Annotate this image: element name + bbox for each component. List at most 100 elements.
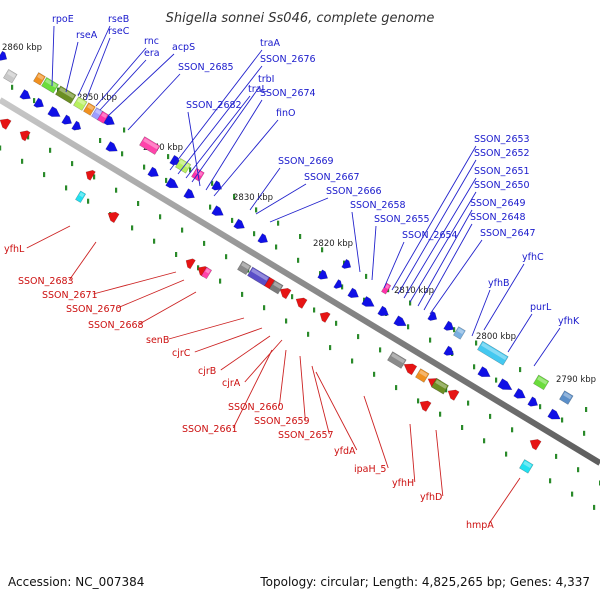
label-leader	[177, 65, 263, 175]
label-leader	[315, 371, 358, 451]
gene-label-hmpa: hmpA	[466, 520, 494, 531]
label-leader	[117, 279, 185, 309]
tick-mark	[0, 145, 2, 151]
forward-gene-arrow	[233, 218, 245, 229]
tick-mark	[275, 244, 278, 250]
gene-label-cjra: cjrA	[222, 378, 241, 389]
gene-label-cjrc: cjrC	[172, 348, 191, 359]
forward-gene-arrow	[393, 315, 407, 327]
tick-mark	[341, 284, 344, 290]
scale-label-2850: 2850 kbp	[77, 93, 117, 103]
tick-mark	[115, 187, 118, 193]
tick-mark	[453, 327, 456, 333]
tick-mark	[123, 127, 126, 133]
forward-gene-arrow	[47, 106, 61, 117]
forward-gene-block	[381, 282, 392, 295]
gene-label-yfda: yfdA	[334, 446, 356, 457]
tick-mark	[445, 387, 448, 393]
forward-gene-arrow	[317, 269, 329, 280]
gene-label-sson_2653: SSON_2653	[474, 134, 530, 145]
tick-mark	[121, 151, 124, 157]
gene-label-era: era	[144, 48, 160, 59]
label-leader	[351, 211, 361, 273]
gene-label-sson_2658: SSON_2658	[350, 200, 406, 211]
tick-mark	[255, 207, 258, 213]
scale-label-2840: 2840 kbp	[143, 143, 183, 153]
reverse-gene-arrow	[19, 130, 31, 142]
gene-label-sson_2670: SSON_2670	[66, 304, 122, 315]
tick-mark	[43, 172, 46, 178]
label-leader	[311, 365, 330, 435]
gene-label-sson_2671: SSON_2671	[42, 290, 98, 301]
label-leader	[471, 289, 491, 337]
tick-mark	[549, 478, 552, 484]
label-leader	[213, 119, 279, 197]
label-leader	[26, 225, 71, 249]
tick-mark	[505, 451, 508, 457]
tick-mark	[189, 167, 192, 173]
forward-gene-block	[55, 85, 77, 105]
label-leader	[409, 423, 416, 483]
reverse-gene-block	[75, 190, 87, 203]
gene-label-ipah_5: ipaH_5	[354, 464, 386, 475]
label-leader	[255, 183, 307, 215]
forward-gene-arrow	[427, 310, 438, 321]
gene-label-rnc: rnc	[144, 36, 159, 47]
gene-label-rseb: rseB	[108, 14, 129, 25]
tick-mark	[131, 225, 134, 231]
forward-gene-arrow	[497, 378, 513, 391]
tick-mark	[467, 400, 470, 406]
tick-mark	[583, 430, 586, 436]
tick-mark	[495, 377, 498, 383]
tick-mark	[429, 337, 432, 343]
gene-label-traa: traA	[260, 38, 280, 49]
reverse-gene-block	[201, 266, 213, 280]
label-leader	[220, 335, 271, 371]
accession-text: Accession: NC_007384	[8, 575, 144, 589]
reverse-gene-arrow	[0, 118, 12, 130]
label-leader	[363, 395, 389, 469]
tick-mark	[65, 185, 68, 191]
forward-gene-arrow	[61, 114, 73, 125]
tick-mark	[379, 347, 382, 353]
gene-label-acps: acpS	[172, 42, 195, 53]
label-leader	[168, 317, 245, 340]
reverse-gene-arrow	[419, 400, 432, 412]
gene-label-sson_2668: SSON_2668	[88, 320, 144, 331]
reverse-gene-arrow	[279, 287, 292, 300]
label-leader	[403, 177, 477, 299]
label-leader-lines	[26, 25, 561, 525]
tick-mark	[417, 398, 420, 404]
tick-mark	[137, 201, 140, 206]
forward-gene-block	[477, 340, 509, 366]
forward-gene-arrow	[341, 258, 352, 269]
tick-mark	[87, 198, 90, 204]
gene-label-sson_2652: SSON_2652	[474, 148, 530, 159]
label-leader	[169, 49, 263, 171]
tick-mark	[49, 147, 52, 153]
label-leader	[435, 429, 444, 497]
reverse-gene-arrow	[85, 169, 96, 181]
tick-mark	[33, 98, 36, 104]
gene-label-trbi: trbI	[258, 74, 274, 85]
label-leader	[533, 327, 561, 367]
gene-label-sson_2654: SSON_2654	[402, 230, 458, 241]
label-leader	[77, 25, 111, 97]
forward-gene-arrow	[443, 345, 455, 356]
forward-gene-arrow	[257, 233, 269, 244]
label-leader	[99, 59, 147, 111]
tick-mark	[329, 345, 332, 351]
forward-gene-arrow	[443, 320, 455, 331]
tick-mark	[539, 404, 542, 410]
reverse-gene-block	[519, 459, 534, 474]
tick-mark	[409, 300, 412, 306]
genome-backbone	[0, 97, 600, 466]
forward-gene-arrow	[165, 177, 179, 189]
tick-mark	[483, 438, 486, 444]
forward-gene-arrow	[71, 120, 82, 131]
tick-mark	[571, 491, 574, 497]
tick-mark	[335, 320, 338, 326]
label-leader	[391, 145, 477, 291]
tick-mark	[577, 467, 580, 473]
tick-mark	[473, 364, 476, 370]
